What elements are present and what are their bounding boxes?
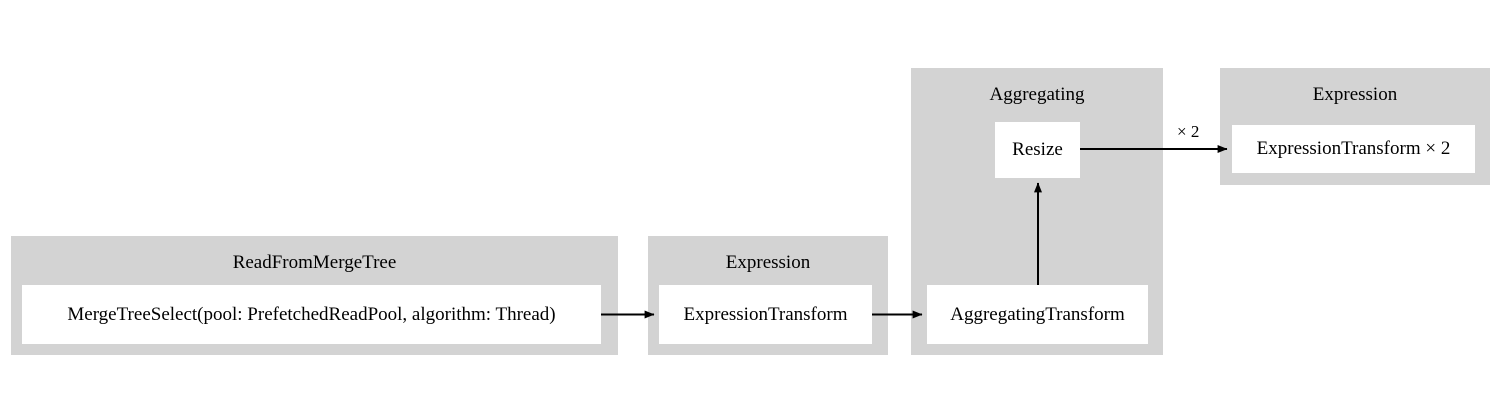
node-label-expression-transform-x2: ExpressionTransform × 2 bbox=[1256, 138, 1451, 159]
cluster-title-expression-2: Expression bbox=[1312, 84, 1398, 105]
node-resize[interactable]: Resize bbox=[995, 122, 1080, 178]
cluster-title-expression-1: Expression bbox=[725, 252, 811, 273]
node-merge-tree-select[interactable]: MergeTreeSelect(pool: PrefetchedReadPool… bbox=[22, 285, 601, 344]
cluster-title-read-from-merge-tree: ReadFromMergeTree bbox=[232, 252, 397, 273]
node-label-expression-transform: ExpressionTransform bbox=[683, 303, 848, 325]
node-label-merge-tree-select: MergeTreeSelect(pool: PrefetchedReadPool… bbox=[67, 303, 556, 325]
node-aggregating-transform[interactable]: AggregatingTransform bbox=[927, 285, 1148, 344]
cluster-title-aggregating: Aggregating bbox=[989, 84, 1085, 105]
node-label-aggregating-transform: AggregatingTransform bbox=[950, 303, 1125, 325]
node-expression-transform-x2[interactable]: ExpressionTransform × 2 bbox=[1232, 125, 1475, 173]
edge-label-resize-to-expression-transform-x2: × 2 bbox=[1177, 122, 1200, 141]
node-expression-transform[interactable]: ExpressionTransform bbox=[659, 285, 872, 344]
node-label-resize: Resize bbox=[1012, 139, 1063, 160]
